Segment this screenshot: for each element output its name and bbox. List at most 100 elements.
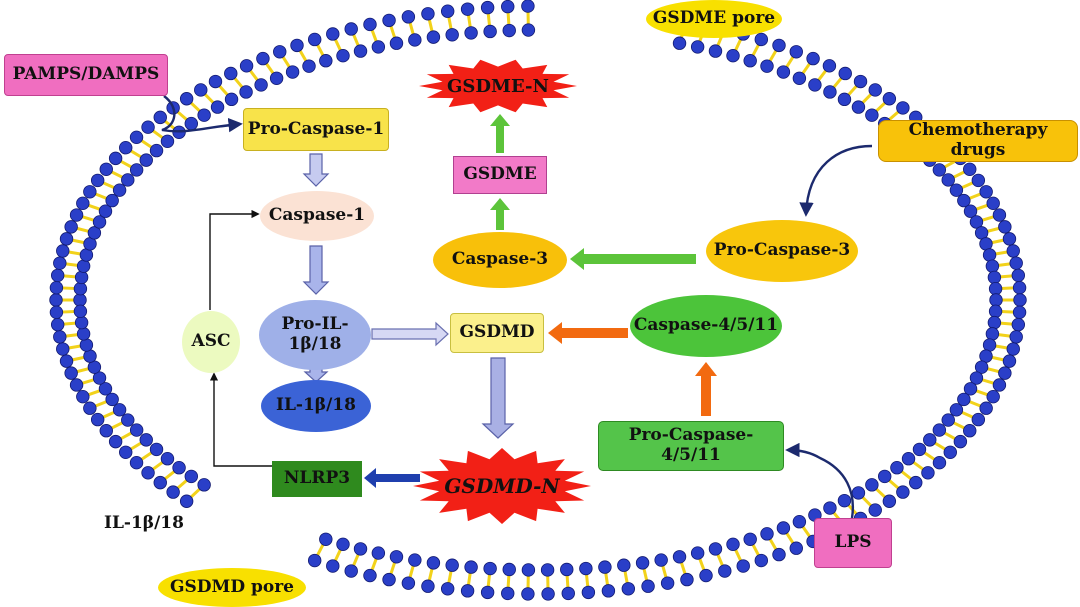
lipid-head-outer — [998, 366, 1012, 380]
lipid-head-outer — [64, 366, 78, 380]
lipid-head-outer — [290, 38, 304, 53]
lipid-head-inner — [521, 23, 536, 37]
lps-label: LPS — [834, 532, 872, 553]
lipid-head-inner — [963, 204, 978, 218]
lipid-head-outer — [440, 4, 455, 18]
lipid-head-inner — [483, 561, 497, 576]
lipid-head-outer — [59, 232, 74, 246]
lipid-head-outer — [806, 51, 820, 66]
lipid-head-inner — [957, 193, 971, 208]
lipid-head-inner — [129, 163, 144, 177]
caspase-1-label: Caspase-1 — [268, 205, 366, 226]
lipid-head-outer — [344, 22, 358, 36]
lipid-head-outer — [49, 280, 64, 295]
lipid-head-inner — [890, 461, 904, 475]
lipid-head-outer — [153, 475, 167, 490]
lipid-head-outer — [1002, 354, 1017, 368]
lipid-head-inner — [139, 153, 153, 167]
lipid-head-inner — [105, 392, 119, 407]
lipid-head-inner — [149, 442, 164, 457]
lipid-head-outer — [581, 585, 596, 600]
lipid-head-inner — [76, 327, 91, 341]
lipid-head-inner — [73, 281, 88, 296]
lipid-head-inner — [949, 403, 964, 417]
lipid-head-inner — [319, 54, 333, 68]
lipid-head-inner — [408, 33, 422, 47]
lipid-head-inner — [598, 560, 612, 574]
lipid-head-inner — [963, 382, 978, 396]
lipid-head-outer — [141, 120, 155, 134]
lipid-head-inner — [121, 413, 135, 427]
lipid-head-inner — [878, 469, 892, 484]
lipid-head-outer — [992, 208, 1007, 222]
pro-caspase-1-box: Pro-Caspase-1 — [243, 108, 389, 151]
gsdme-box: GSDME — [453, 156, 547, 194]
lipid-head-inner — [776, 65, 791, 79]
lipid-head-outer — [382, 572, 396, 587]
lipid-head-outer — [53, 256, 67, 270]
gsdmd-n-label: GSDMD-N — [444, 474, 560, 498]
lipid-head-inner — [464, 560, 478, 574]
lipid-head-inner — [224, 92, 239, 107]
gsdme-label: GSDME — [463, 164, 537, 185]
lipid-head-outer — [1009, 330, 1023, 344]
lipid-head-inner — [336, 537, 350, 552]
lipid-head-outer — [896, 101, 910, 115]
asc-label: ASC — [191, 331, 231, 352]
lipid-head-outer — [754, 553, 769, 568]
caspase-3-ellipse: Caspase-3 — [433, 232, 567, 288]
lipid-head-outer — [56, 244, 70, 258]
gsdmd-label: GSDMD — [459, 322, 535, 343]
lipid-head-outer — [754, 32, 769, 47]
lipid-head-outer — [1011, 317, 1026, 332]
lipid-head-inner — [121, 173, 135, 187]
lipid-head-outer — [992, 378, 1007, 392]
lipid-head-outer — [460, 584, 475, 598]
lipid-head-outer — [49, 293, 63, 307]
lipid-head-inner — [985, 327, 1000, 341]
pro-caspase-3-label: Pro-Caspase-3 — [713, 240, 851, 261]
lipid-head-outer — [909, 475, 923, 490]
lipid-head-outer — [718, 564, 732, 578]
lipid-head-outer — [69, 208, 84, 222]
lipid-head-inner — [74, 270, 89, 285]
lipid-head-inner — [617, 558, 631, 572]
lipid-head-outer — [641, 579, 655, 593]
lipid-head-inner — [445, 28, 459, 42]
pro-caspase-4-5-11-box: Pro-Caspase-4/5/11 — [598, 421, 784, 471]
lipid-head-outer — [480, 0, 495, 15]
lipid-head-outer — [56, 342, 70, 356]
lipid-head-outer — [382, 13, 396, 28]
lipid-head-inner — [254, 78, 268, 92]
lipid-head-inner — [172, 125, 186, 139]
lipid-head-inner — [823, 85, 837, 99]
lipid-head-outer — [953, 434, 968, 449]
lipid-head-inner — [184, 469, 198, 484]
lipid-head-outer — [480, 585, 495, 600]
lipid-head-outer — [69, 378, 84, 392]
lipid-head-inner — [73, 304, 88, 319]
lipid-head-outer — [273, 45, 287, 59]
lipid-head-inner — [760, 59, 774, 73]
lipid-head-outer — [822, 59, 837, 73]
lipid-head-outer — [224, 66, 238, 81]
lipid-head-inner — [73, 293, 87, 307]
lipid-head-inner — [83, 349, 97, 363]
lipid-head-outer — [971, 412, 986, 427]
chemotherapy-drugs-label: Chemotherapy drugs — [908, 120, 1048, 160]
lipid-head-outer — [307, 553, 322, 568]
lipid-head-inner — [98, 382, 113, 396]
lipid-head-outer — [772, 38, 786, 53]
lipid-head-outer — [256, 51, 270, 66]
caspase-3-label: Caspase-3 — [451, 249, 549, 270]
lipid-head-outer — [307, 32, 322, 47]
pro-caspase-4-5-11-label: Pro-Caspase-4/5/11 — [628, 425, 754, 465]
caspase-4-5-11-ellipse: Caspase-4/5/11 — [630, 295, 782, 357]
lipid-head-outer — [179, 92, 194, 106]
lipid-head-outer — [963, 162, 977, 176]
lipid-head-outer — [921, 466, 935, 480]
lipid-head-inner — [865, 108, 879, 122]
lipid-head-inner — [408, 553, 422, 567]
lipid-head-outer — [153, 110, 167, 125]
lipid-head-inner — [969, 371, 984, 385]
